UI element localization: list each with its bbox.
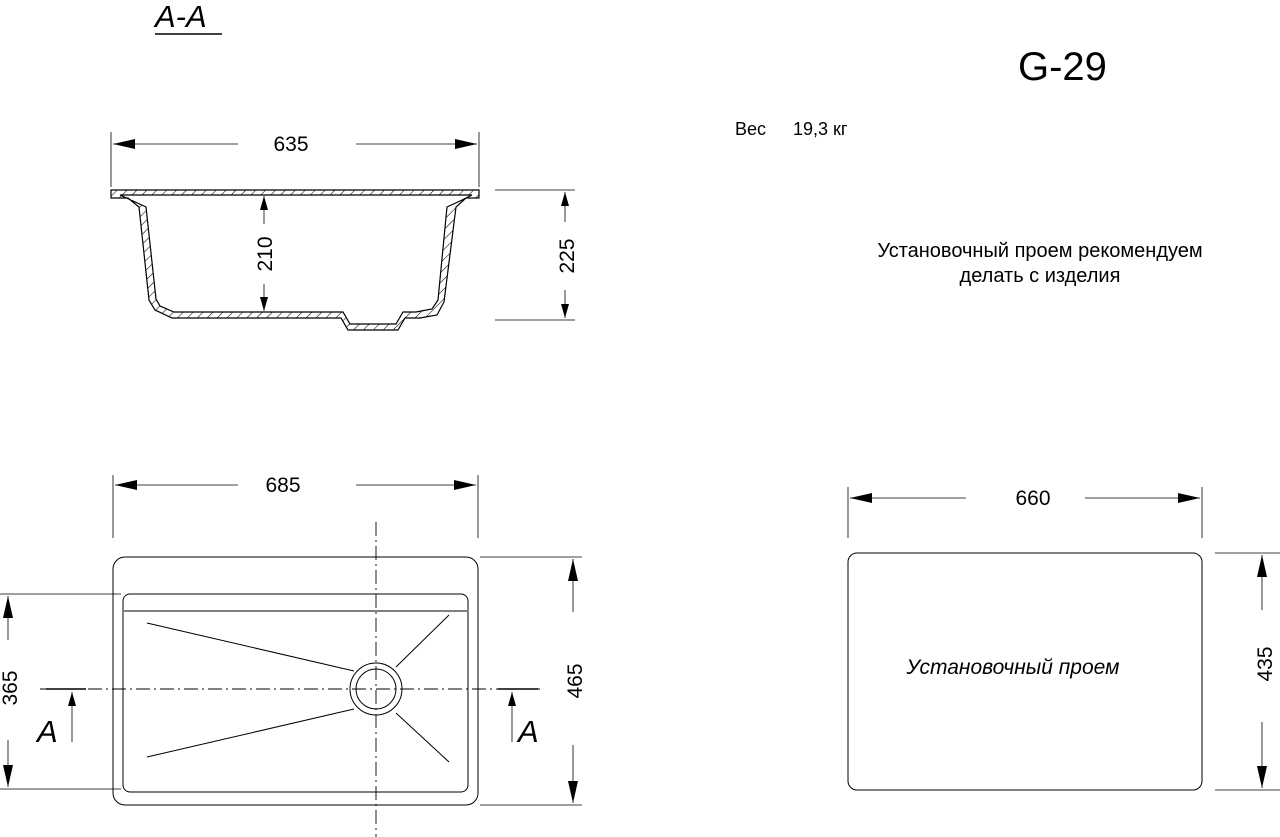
top-view: 685 465 365 A A <box>0 474 587 837</box>
section-marker-left-label: A <box>35 714 58 749</box>
cutout-outline <box>847 552 1203 791</box>
note-line-2: делать с изделия <box>960 265 1121 287</box>
dim-435-value: 435 <box>1254 646 1277 681</box>
dim-225-value: 225 <box>556 238 579 273</box>
model-title: G-29 <box>1018 45 1107 89</box>
dim-685-value: 685 <box>265 474 300 497</box>
section-marker-right: A <box>498 688 539 749</box>
sink-bowl <box>122 593 469 793</box>
slope-line-upper-left <box>146 622 355 672</box>
weight-value: 19,3 кг <box>793 119 848 139</box>
installation-note: Установочный проем рекомендуем делать с … <box>877 240 1202 287</box>
dim-635-value: 635 <box>273 133 308 156</box>
cutout-label: Установочный проем <box>905 656 1119 679</box>
dim-660-value: 660 <box>1015 487 1050 510</box>
sink-outer-rim <box>112 556 479 806</box>
slope-line-lower-right <box>395 712 450 763</box>
section-marker-right-label: A <box>516 714 539 749</box>
slope-line-lower-left <box>146 708 355 758</box>
note-line-1: Установочный проем рекомендуем <box>877 240 1202 262</box>
weight-label: Вес <box>735 119 766 139</box>
dim-365-value: 365 <box>0 670 22 705</box>
dim-210-value: 210 <box>254 236 277 271</box>
section-wall-profile <box>110 189 480 331</box>
section-view: 635 210 225 <box>110 132 579 331</box>
dim-465-value: 465 <box>564 663 587 698</box>
section-marker-left: A <box>35 688 86 749</box>
cutout-view: Установочный проем 660 435 <box>847 487 1280 791</box>
slope-line-upper-right <box>395 614 450 668</box>
section-title: A-A <box>153 0 222 35</box>
weight-info: Вес 19,3 кг <box>735 119 848 139</box>
section-title-text: A-A <box>153 0 207 34</box>
